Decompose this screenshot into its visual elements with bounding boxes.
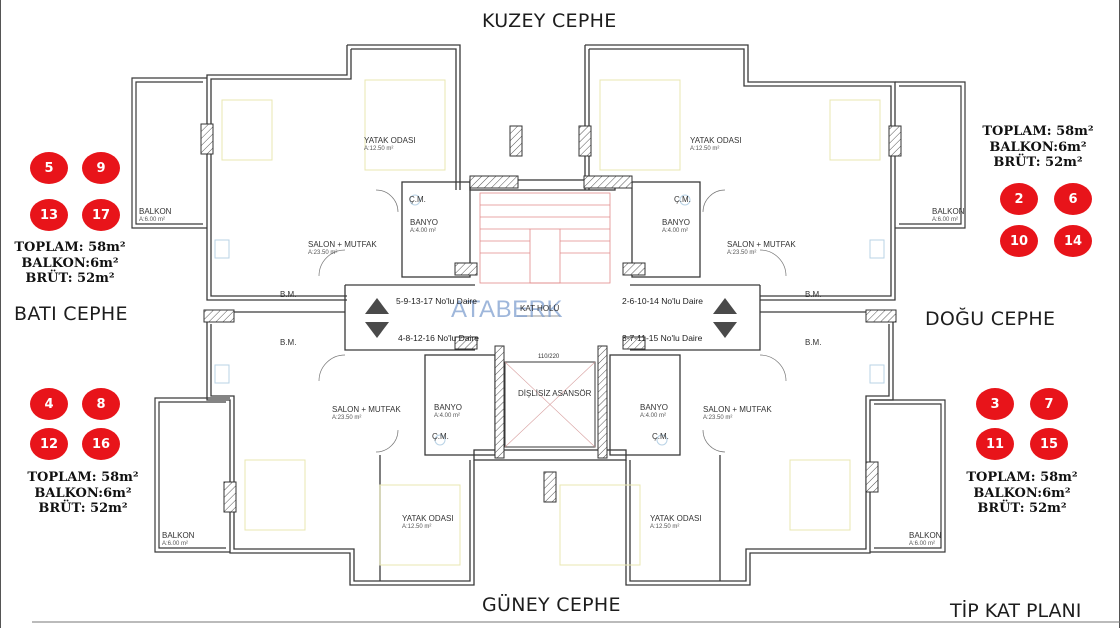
fixtures (214, 194, 885, 446)
staircase (479, 192, 611, 284)
columns (200, 123, 902, 513)
apartment-label-bottom-left: 4-8-12-16 No'lu Daire (398, 333, 479, 343)
total-area: TOPLAM: 58m² (966, 470, 1078, 485)
total-area: TOPLAM: 58m² (982, 124, 1094, 139)
direction-arrows (365, 298, 737, 338)
elevator-wall-left (494, 345, 505, 459)
balcony-area: BALKON:6m² (989, 139, 1087, 155)
unit-badge: 14 (1054, 225, 1092, 257)
room-bm-bottom-left: B.M. (280, 338, 297, 347)
plan-title: TİP KAT PLANI (950, 600, 1082, 622)
gross-area: BRÜT: 52m² (25, 271, 115, 286)
apartment-label-top-right: 2-6-10-14 No'lu Daire (622, 296, 703, 306)
area-summary-top-left: TOPLAM: 58m² BALKON:6m² BRÜT: 52m² (5, 240, 135, 287)
area-summary-bottom-left: TOPLAM: 58m² BALKON:6m² BRÜT: 52m² (18, 470, 148, 517)
balcony-area: BALKON:6m² (34, 485, 132, 501)
gross-area: BRÜT: 52m² (977, 501, 1067, 516)
apartment-label-bottom-right: 3-7-11-15 No'lu Daire (622, 333, 703, 343)
elevator-door-size: 110/220 (538, 354, 560, 360)
unit-badge: 15 (1030, 428, 1068, 460)
unit-badge: 6 (1054, 183, 1092, 215)
unit-badge: 7 (1030, 388, 1068, 420)
elevator-label: DİŞLİSİZ ASANSÖR (518, 389, 592, 398)
watermark-logo: ATABERK (451, 296, 563, 323)
room-bm-top-left: B.M. (280, 290, 297, 299)
unit-badge: 13 (30, 199, 68, 231)
balconies (131, 77, 966, 553)
room-wc-bottom-right: Ç.M. (652, 432, 669, 441)
unit-badge: 5 (30, 152, 68, 184)
unit-badge: 10 (1000, 225, 1038, 257)
facade-west: BATI CEPHE (14, 303, 128, 325)
elevator-wall-right (597, 345, 608, 459)
gross-area: BRÜT: 52m² (993, 155, 1083, 170)
unit-badge: 11 (976, 428, 1014, 460)
area-summary-bottom-right: TOPLAM: 58m² BALKON:6m² BRÜT: 52m² (957, 470, 1087, 517)
unit-badge: 12 (30, 428, 68, 460)
unit-badge: 3 (976, 388, 1014, 420)
apartment-label-top-left: 5-9-13-17 No'lu Daire (396, 296, 477, 306)
unit-badge: 2 (1000, 183, 1038, 215)
room-wc-bottom-left: Ç.M. (432, 432, 449, 441)
area-summary-top-right: TOPLAM: 58m² BALKON:6m² BRÜT: 52m² (973, 124, 1103, 171)
room-wc-top-right: Ç.M. (674, 195, 691, 204)
unit-badge: 8 (82, 388, 120, 420)
hall-label: KAT HOLÜ (520, 304, 560, 313)
total-area: TOPLAM: 58m² (27, 470, 139, 485)
facade-north: KUZEY CEPHE (482, 10, 617, 32)
elevator-shaft (504, 361, 596, 448)
balcony-area: BALKON:6m² (973, 485, 1071, 501)
unit-badge: 17 (82, 199, 120, 231)
facade-east: DOĞU CEPHE (925, 308, 1056, 330)
unit-badge: 16 (82, 428, 120, 460)
total-area: TOPLAM: 58m² (14, 240, 126, 255)
unit-badge: 9 (82, 152, 120, 184)
room-bm-top-right: B.M. (805, 290, 822, 299)
room-bm-bottom-right: B.M. (805, 338, 822, 347)
facade-south: GÜNEY CEPHE (482, 594, 621, 616)
room-wc-top-left: Ç.M. (409, 195, 426, 204)
door-swings (318, 189, 787, 453)
balcony-area: BALKON:6m² (21, 255, 119, 271)
furniture (221, 79, 881, 566)
gross-area: BRÜT: 52m² (38, 501, 128, 516)
unit-badge: 4 (30, 388, 68, 420)
